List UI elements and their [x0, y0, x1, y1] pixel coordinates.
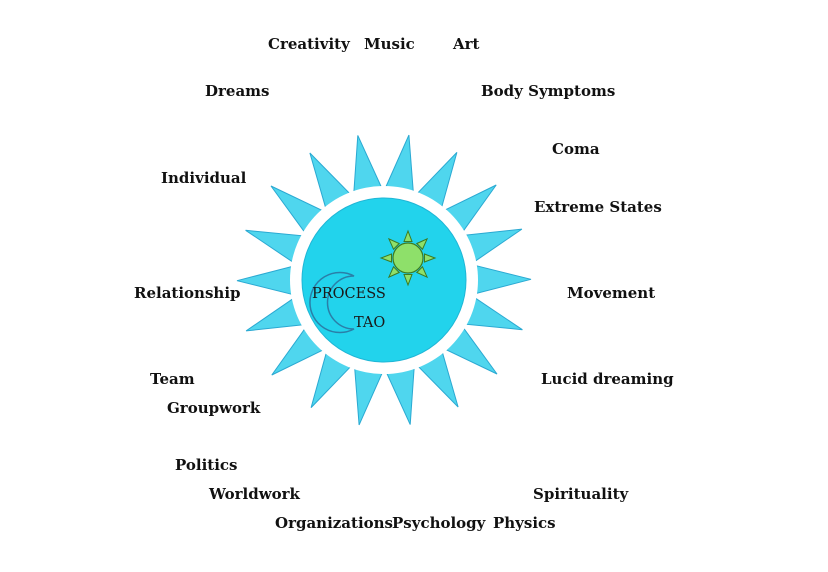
small-sun-ray [387, 237, 401, 251]
label-organizations: Organizations [275, 514, 393, 532]
label-physics: Physics [493, 514, 556, 532]
label-dreams: Dreams [205, 82, 270, 100]
sun-ray [470, 263, 532, 296]
label-politics: Politics [175, 456, 237, 474]
label-art: Art [452, 35, 480, 53]
center-disc [301, 197, 467, 363]
small-sun-core [392, 242, 424, 274]
small-sun-ray [403, 274, 413, 287]
label-spirituality: Spirituality [533, 485, 629, 503]
small-sun-ray [387, 265, 401, 279]
label-music: Music [364, 35, 415, 53]
label-psychology: Psychology [392, 514, 487, 532]
label-relationship: Relationship [134, 284, 241, 302]
small-sun-ray [424, 253, 437, 263]
label-movement: Movement [567, 284, 655, 302]
crescent-moon-icon [309, 271, 355, 334]
small-sun-ray [403, 229, 413, 242]
small-sun-ray [415, 237, 429, 251]
label-creativity: Creativity [268, 35, 351, 53]
label-lucid-dreaming: Lucid dreaming [541, 370, 674, 388]
center-word-process: PROCESS [312, 286, 386, 302]
small-sun-ray [415, 265, 429, 279]
topic-labels: Creativity Music Art Dreams Body Symptom… [134, 35, 674, 532]
sun-ray [236, 264, 298, 297]
small-sun-icon [379, 229, 437, 287]
label-team: Team [150, 370, 195, 388]
label-individual: Individual [161, 169, 247, 187]
label-groupwork: Groupwork [167, 399, 261, 417]
label-coma: Coma [552, 140, 600, 158]
center-word-tao: TAO [354, 315, 385, 331]
label-body-symptoms: Body Symptoms [481, 82, 615, 100]
label-extreme-states: Extreme States [534, 198, 662, 216]
label-worldwork: Worldwork [208, 485, 301, 503]
small-sun-ray [379, 253, 392, 263]
